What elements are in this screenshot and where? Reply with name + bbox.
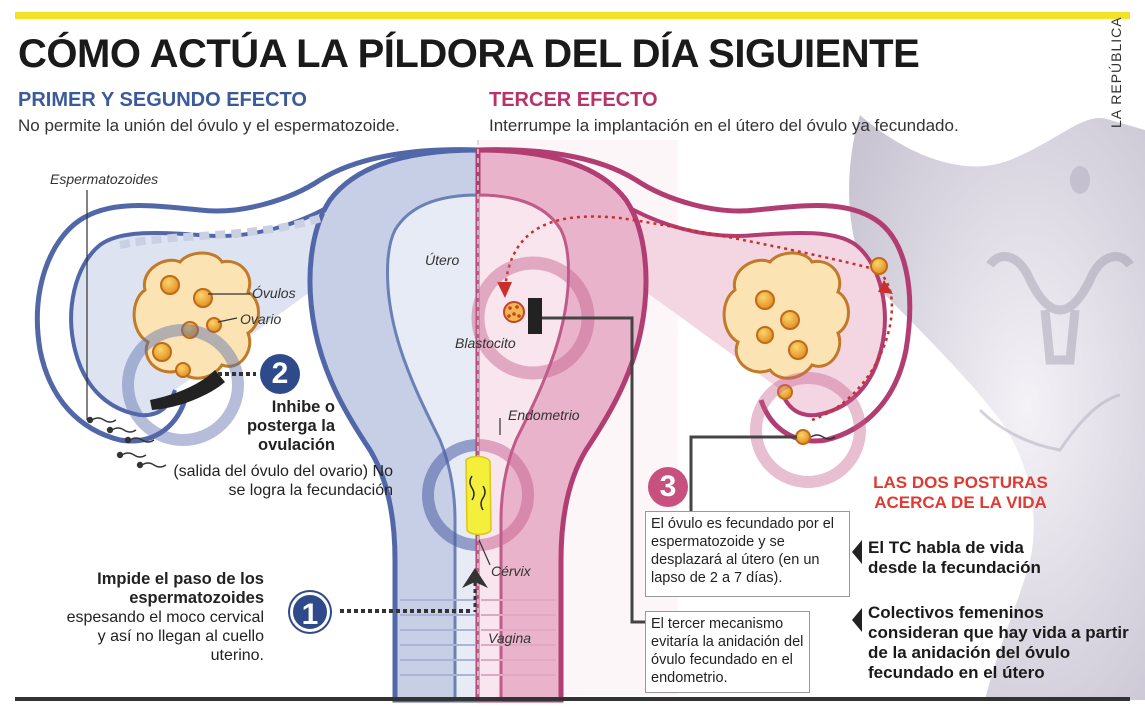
cervical-mucus (465, 455, 492, 536)
effect-1-text: espesando el moco cervical y así no lleg… (66, 609, 264, 664)
body-silhouette (849, 115, 1145, 700)
label-uterus: Útero (425, 252, 460, 268)
effect-2-bold-text: Inhibe o posterga la ovulación (246, 398, 335, 454)
page-title: CÓMO ACTÚA LA PÍLDORA DEL DÍA SIGUIENTE (18, 32, 920, 76)
label-endometrium: Endometrio (508, 407, 580, 423)
left-section-heading: PRIMER Y SEGUNDO EFECTO (18, 89, 307, 111)
label-ovary: Ovario (240, 311, 282, 327)
effect-1-badge: 1 (290, 592, 330, 632)
label-cervix: Cérvix (491, 563, 531, 579)
effect-3-box-nidation: El tercer mecanismo evitaría la anidació… (645, 611, 810, 693)
left-section-description: No permite la unión del óvulo y el esper… (18, 116, 400, 135)
right-section-description: Interrumpe la implantación en el útero d… (489, 116, 959, 135)
credit-label: LA REPÚBLICA (1108, 16, 1124, 128)
effect-1-bold-text: Impide el paso de los espermatozoides (97, 570, 264, 607)
arrow-up-icon (462, 568, 488, 588)
effect-2-badge: 2 (260, 354, 300, 394)
top-accent-bar (15, 12, 1130, 19)
positions-heading: LAS DOS POSTURAS ACERCA DE LA VIDA (873, 473, 1048, 512)
label-blastocyst: Blastocito (455, 335, 516, 351)
bullet-arrow-icon (852, 540, 862, 564)
bullet-arrow-icon (852, 608, 862, 632)
label-sperm: Espermatozoides (50, 171, 159, 187)
right-section-heading: TERCER EFECTO (489, 89, 658, 111)
uterus-right-half (471, 147, 913, 703)
label-vagina: Vagina (488, 630, 532, 646)
uterus-left-half (34, 147, 481, 703)
label-ovules: Óvulos (252, 285, 296, 301)
effect-3-badge: 3 (648, 467, 688, 507)
position-item-tc: El TC habla de vida desde la fecundación (868, 538, 1041, 577)
position-item-collectives: Colectivos femeninos consideran que hay … (868, 603, 1129, 682)
bottom-rule (15, 697, 1130, 701)
effect-2-text: (salida del óvulo del ovario) No se logr… (173, 463, 393, 499)
effect-3-box-fertilization: El óvulo es fecundado por el espermatozo… (645, 511, 850, 597)
